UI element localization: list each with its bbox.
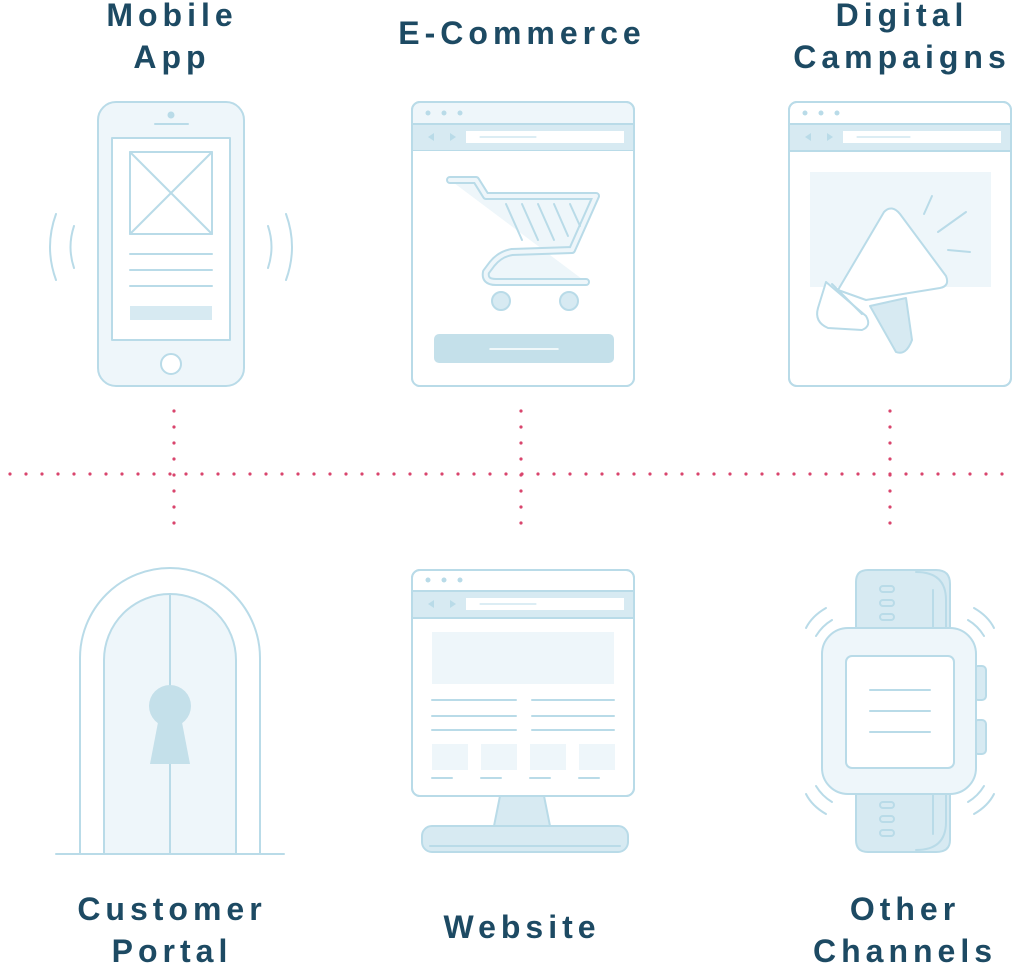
- mobile-phone-icon: [49, 101, 293, 387]
- other-channels-label: Other Channels: [800, 888, 1010, 972]
- digital-campaigns-label-line2: Campaigns: [793, 39, 1011, 75]
- customer-portal-label: Customer Portal: [62, 888, 282, 972]
- digital-campaigns-label: Digital Campaigns: [782, 0, 1013, 78]
- digital-campaigns-label-line1: Digital: [835, 0, 969, 33]
- customer-portal-label-line2: Portal: [111, 933, 233, 969]
- megaphone-browser-icon: [788, 101, 1012, 387]
- locked-door-icon: [55, 567, 285, 855]
- website-label: Website: [422, 906, 622, 948]
- connector-lines: [8, 409, 1007, 541]
- customer-portal-label-line1: Customer: [77, 891, 267, 927]
- smartwatch-icon: [805, 569, 995, 853]
- shopping-cart-browser-icon: [411, 101, 635, 387]
- website-label-line1: Website: [443, 909, 601, 945]
- other-channels-label-line2: Channels: [812, 933, 998, 969]
- mobile-app-label: Mobile App: [72, 0, 272, 78]
- mobile-app-label-line2: App: [133, 39, 211, 75]
- ecommerce-label-line1: E-Commerce: [398, 15, 646, 51]
- mobile-app-label-line1: Mobile: [106, 0, 238, 33]
- ecommerce-label: E-Commerce: [392, 12, 652, 54]
- website-monitor-icon: [411, 569, 635, 853]
- other-channels-label-line1: Other: [849, 891, 961, 927]
